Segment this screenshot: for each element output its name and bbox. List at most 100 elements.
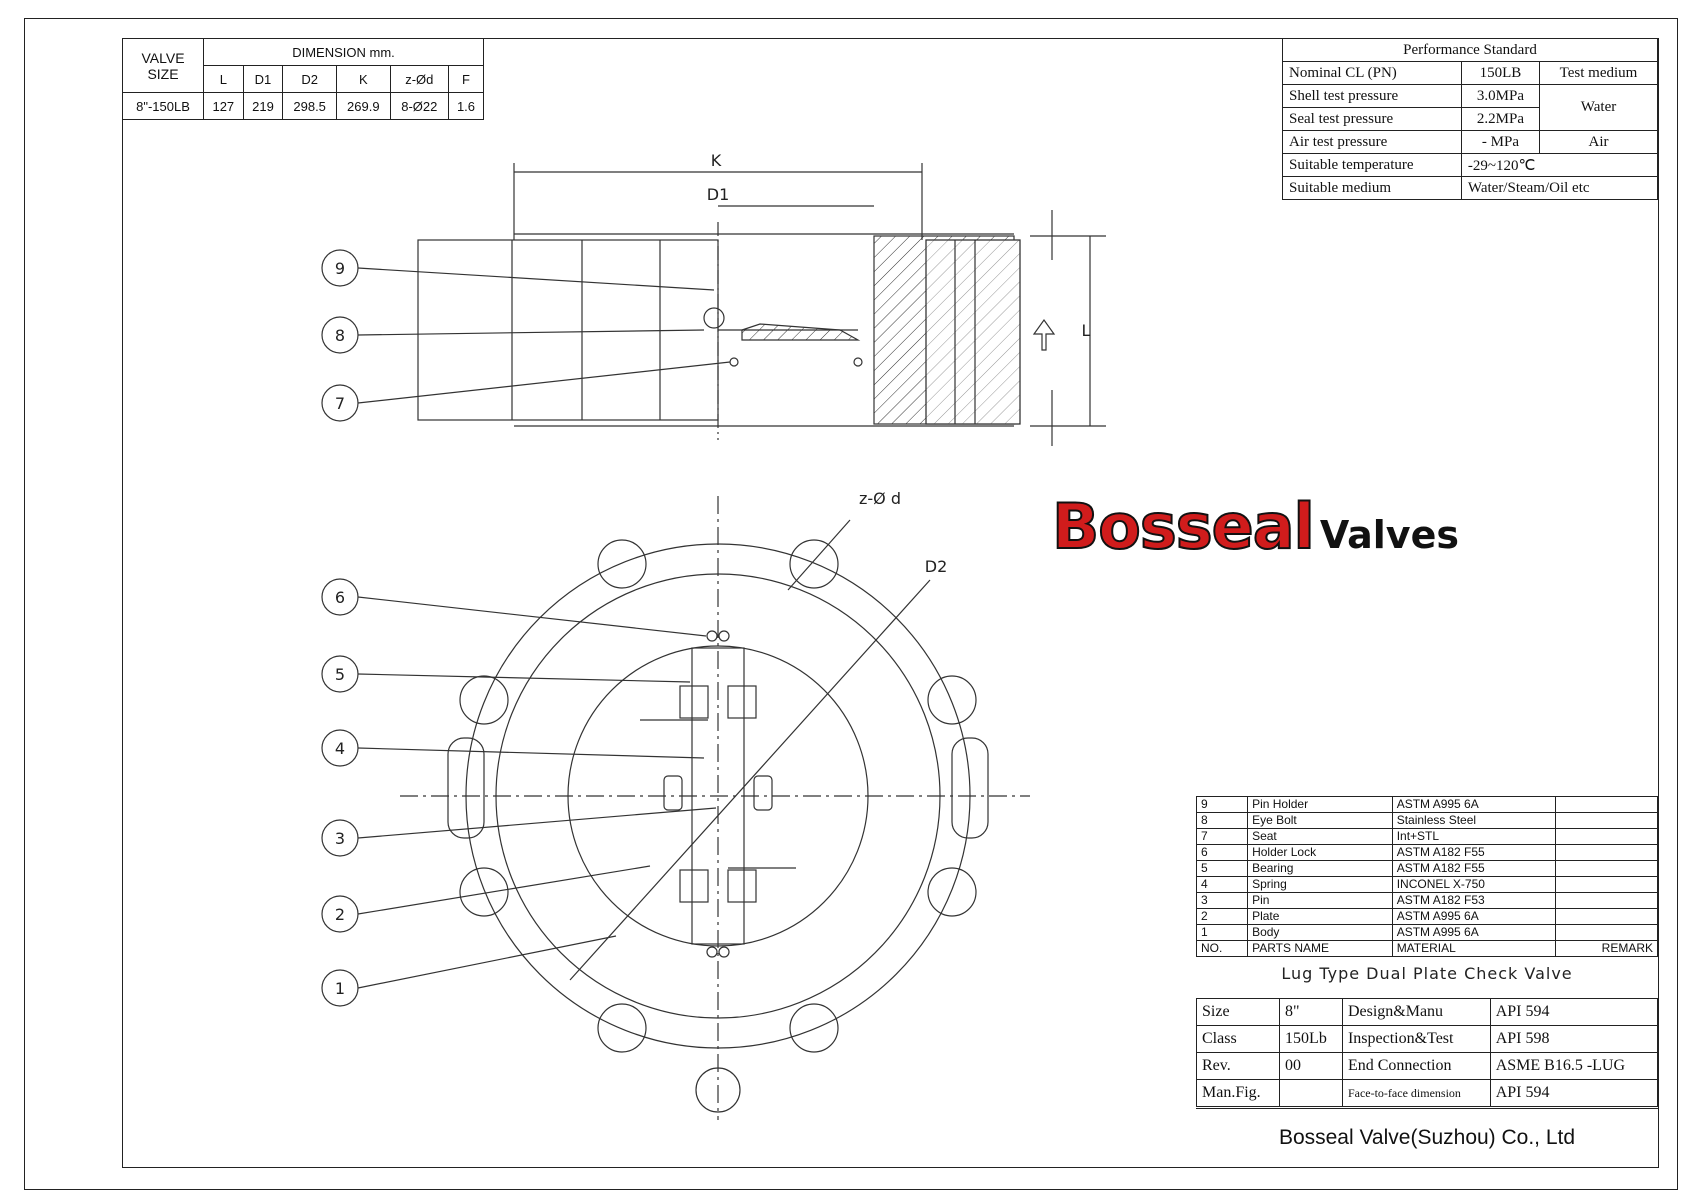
parts-cell-material: Stainless Steel: [1391, 812, 1557, 829]
callout-5: 5: [335, 665, 345, 684]
parts-cell-no: 2: [1195, 908, 1249, 925]
label-zd: z-Ø d: [859, 489, 901, 508]
parts-cell-material: ASTM A995 6A: [1391, 908, 1557, 925]
label-d1: D1: [707, 185, 730, 204]
perf-value: Water/Steam/Oil etc: [1460, 176, 1659, 200]
label-d2: D2: [925, 557, 948, 576]
performance-table: Performance Standard Nominal CL (PN) 150…: [1282, 38, 1659, 200]
side-view: [417, 163, 1106, 446]
parts-cell-material: INCONEL X-750: [1391, 876, 1557, 893]
parts-cell-name: Pin: [1247, 892, 1393, 909]
tb-value: ASME B16.5 -LUG: [1489, 1052, 1659, 1080]
tb-key: Face-to-face dimension: [1341, 1079, 1491, 1107]
callout-9: 9: [335, 259, 345, 278]
tb-key: Class: [1195, 1025, 1281, 1053]
val-zd: 8-Ø22: [389, 92, 449, 120]
tb-key: Inspection&Test: [1341, 1025, 1491, 1053]
parts-cell-material: ASTM A182 F55: [1391, 860, 1557, 877]
parts-cell-remark: [1555, 796, 1658, 813]
parts-header-material: MATERIAL: [1391, 940, 1557, 957]
perf-extra: Water: [1539, 84, 1658, 131]
parts-cell-no: 7: [1195, 828, 1249, 845]
tb-key: Rev.: [1195, 1052, 1281, 1080]
col-f: F: [447, 65, 485, 93]
col-d2: D2: [282, 65, 337, 93]
perf-value: - MPa: [1460, 130, 1541, 154]
parts-cell-remark: [1555, 828, 1658, 845]
tb-value: 00: [1279, 1052, 1343, 1080]
perf-label: Suitable medium: [1282, 176, 1462, 200]
parts-cell-no: 3: [1195, 892, 1249, 909]
label-k: K: [711, 151, 722, 170]
tb-key: End Connection: [1341, 1052, 1491, 1080]
perf-extra: Air: [1539, 130, 1658, 154]
front-view: [400, 496, 1030, 1120]
parts-cell-remark: [1555, 924, 1658, 941]
parts-header-no: NO.: [1195, 940, 1249, 957]
dimension-table: VALVE SIZE DIMENSION mm. L D1 D2 K z-Ød …: [122, 38, 485, 120]
val-d1: 219: [242, 92, 284, 120]
val-l: 127: [203, 92, 244, 120]
callout-2: 2: [335, 905, 345, 924]
parts-header-remark: REMARK: [1555, 940, 1658, 957]
callout-8: 8: [335, 326, 345, 345]
parts-cell-no: 6: [1195, 844, 1249, 861]
performance-title: Performance Standard: [1282, 38, 1658, 62]
parts-cell-remark: [1555, 844, 1658, 861]
outer-frame: [24, 18, 1678, 1190]
val-f: 1.6: [447, 92, 485, 120]
tb-value: API 594: [1489, 1079, 1659, 1107]
label-l: L: [1082, 321, 1091, 340]
parts-cell-no: 8: [1195, 812, 1249, 829]
col-l: L: [203, 65, 244, 93]
parts-cell-remark: [1555, 892, 1658, 909]
tb-key: Man.Fig.: [1195, 1079, 1281, 1107]
parts-cell-name: Pin Holder: [1247, 796, 1393, 813]
row-size: 8"-150LB: [122, 92, 204, 120]
tb-key: Design&Manu: [1341, 998, 1491, 1026]
tb-value: [1279, 1079, 1343, 1107]
parts-cell-no: 5: [1195, 860, 1249, 877]
tb-value: API 598: [1489, 1025, 1659, 1053]
tb-value: 8": [1279, 998, 1343, 1026]
callout-1: 1: [335, 979, 345, 998]
parts-cell-remark: [1555, 908, 1658, 925]
parts-cell-remark: [1555, 876, 1658, 893]
company-name: Bosseal Valve(Suzhou) Co., Ltd: [1196, 1108, 1658, 1167]
tb-value: 150Lb: [1279, 1025, 1343, 1053]
perf-label: Seal test pressure: [1282, 107, 1462, 131]
parts-cell-name: Holder Lock: [1247, 844, 1393, 861]
parts-cell-name: Seat: [1247, 828, 1393, 845]
val-k: 269.9: [335, 92, 391, 120]
parts-cell-no: 1: [1195, 924, 1249, 941]
parts-cell-material: Int+STL: [1391, 828, 1557, 845]
parts-cell-material: ASTM A182 F55: [1391, 844, 1557, 861]
title-block-table: Size 8" Design&Manu API 594 Class 150Lb …: [1195, 998, 1659, 1107]
parts-cell-remark: [1555, 812, 1658, 829]
parts-cell-remark: [1555, 860, 1658, 877]
parts-cell-name: Bearing: [1247, 860, 1393, 877]
callouts: [321, 249, 731, 1007]
perf-label: Nominal CL (PN): [1282, 61, 1462, 85]
parts-cell-name: Spring: [1247, 876, 1393, 893]
callout-4: 4: [335, 739, 345, 758]
val-d2: 298.5: [282, 92, 337, 120]
tb-key: Size: [1195, 998, 1281, 1026]
callout-6: 6: [335, 588, 345, 607]
parts-cell-material: ASTM A995 6A: [1391, 796, 1557, 813]
parts-header-name: PARTS NAME: [1247, 940, 1393, 957]
parts-cell-material: ASTM A182 F53: [1391, 892, 1557, 909]
parts-cell-name: Plate: [1247, 908, 1393, 925]
